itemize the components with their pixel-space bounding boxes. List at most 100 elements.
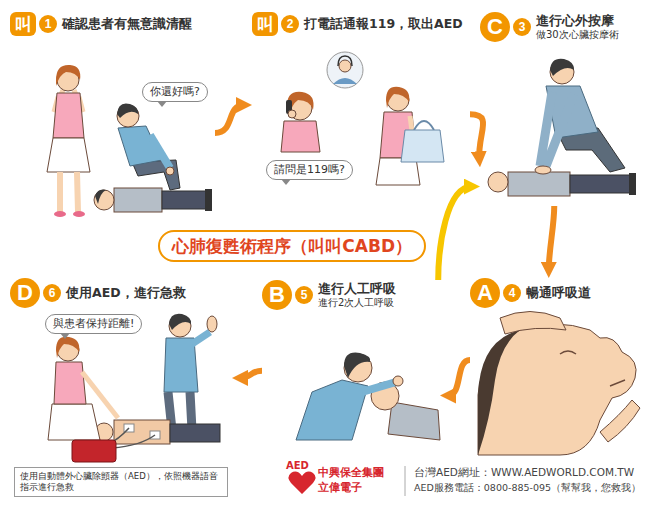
head-tilt-closeup [610, 380, 625, 386]
lying-patient [94, 190, 114, 210]
lying-patient [162, 191, 206, 209]
company-name: 立偉電子 [318, 481, 362, 495]
head-tilt-closeup [560, 351, 576, 354]
bubble-node: 你還好嗎? [142, 82, 208, 102]
step-heading: 暢通呼吸道 [526, 285, 591, 301]
kneeling-man [117, 103, 180, 190]
rescue-breathing [344, 353, 370, 378]
standing-man [192, 332, 210, 344]
woman-with-aed-bag [376, 87, 444, 185]
flow-arrow [240, 371, 262, 378]
bystander-woman [60, 172, 78, 212]
standing-man [207, 316, 217, 332]
compression-rescuer [535, 166, 551, 174]
cpr-patient [488, 172, 636, 196]
cpr-patient [508, 172, 570, 196]
aed-operator-woman [54, 362, 86, 404]
aed-operator-woman [82, 372, 118, 418]
cpr-patient [488, 172, 508, 192]
step-node: 叫2 打電話通報119，取出AED 請問是119嗎? [252, 12, 470, 198]
step-heading: 進行人工呼吸 [318, 281, 396, 297]
compression-rescuer [535, 59, 625, 174]
step-badge: 叫 [252, 12, 278, 36]
flow-arrow [470, 114, 483, 159]
step-node: B5 進行人工呼吸進行2次人工呼吸 [262, 280, 440, 445]
aed-operator-woman [56, 337, 79, 358]
step-titles: 進行心外按摩做30次心臟按摩術 [536, 13, 619, 42]
compression-rescuer [550, 59, 574, 76]
step-number: 6 [43, 284, 61, 302]
dispatcher-icon [327, 52, 363, 88]
footer-logo [289, 472, 316, 494]
step-heading: 進行心外按摩 [536, 13, 619, 29]
step-node: C3進行心外按摩做30次心臟按摩術 [480, 12, 645, 206]
cpr-patient [629, 173, 636, 195]
step-number: 4 [503, 284, 521, 302]
bubble-node: 與患者保持距離! [45, 314, 142, 334]
step-heading: 確認患者有無意識清醒 [62, 16, 192, 32]
step-header: A4 暢通呼吸道 [470, 278, 645, 308]
bystander-woman [53, 93, 84, 138]
bystander-woman [56, 65, 80, 86]
caller-woman [281, 121, 320, 152]
step-badge: A [470, 278, 500, 308]
flow-arrow [438, 187, 472, 280]
step-header: 叫1確認患者有無意識清醒 [10, 12, 215, 36]
bubble-text: 你還好嗎? [150, 85, 200, 99]
caller-woman [288, 110, 296, 118]
step-badge: B [262, 280, 292, 310]
step-node: D6 使用AED，進行急救與患者保持距離! 使用自動體外心臟除顫器（AED），依照機… [10, 278, 232, 500]
caller-woman [281, 92, 320, 152]
aed-operator-woman [48, 404, 100, 440]
diagram-title: 心肺復甦術程序（叫叫CABD） [158, 230, 426, 262]
flow-arrow [448, 360, 470, 396]
compression-rescuer [540, 92, 574, 166]
aed-operator-woman [48, 337, 118, 440]
step-titles: 打電話通報119，取出AED [304, 16, 463, 32]
step-header: B5 進行人工呼吸進行2次人工呼吸 [262, 280, 440, 310]
step-titles: 進行人工呼吸進行2次人工呼吸 [318, 281, 396, 310]
brand-mark: AED [286, 460, 309, 473]
step-titles: 暢通呼吸道 [526, 285, 591, 301]
bubble-node: 請問是119嗎? [266, 160, 353, 180]
head-tilt-closeup [600, 400, 640, 442]
lying-patient [95, 190, 106, 204]
footer-logo [405, 466, 406, 496]
head-tilt-closeup [500, 312, 566, 335]
step-heading: 使用AED，進行急救 [66, 285, 186, 301]
woman-with-aed-bag [386, 87, 409, 108]
bystander-woman [47, 138, 90, 172]
bubble-text: 與患者保持距離! [53, 317, 134, 331]
step-header: 叫2 打電話通報119，取出AED [252, 12, 470, 36]
website-text: 台灣AED網址：WWW.AEDWORLD.COM.TW [414, 466, 634, 479]
rescue-breathing [362, 382, 396, 392]
step-number: 2 [281, 15, 299, 33]
head-tilt-closeup [478, 330, 520, 455]
step-number: 3 [513, 18, 531, 36]
aed-device [72, 440, 116, 462]
step-node: 叫1確認患者有無意識清醒你還好嗎? [10, 12, 215, 232]
bubble-text: 請問是119嗎? [274, 163, 345, 177]
dispatcher-icon [338, 56, 352, 66]
step-header: C3進行心外按摩做30次心臟按摩術 [480, 12, 645, 42]
note-text: 使用自動體外心臟除顫器（AED），依照機器語音指示進行急救 [20, 471, 222, 493]
step-badge: D [10, 278, 40, 308]
standing-man [169, 314, 191, 330]
kneeling-man [150, 135, 170, 168]
step-node: A4 暢通呼吸道 [470, 278, 645, 460]
flow-arrow [549, 206, 555, 270]
rescue-breathing [393, 376, 403, 386]
standing-man [164, 314, 217, 430]
aed-patient [114, 420, 170, 444]
woman-with-aed-bag [401, 130, 444, 162]
step-titles: 確認患者有無意識清醒 [62, 16, 192, 32]
step-number: 5 [295, 286, 313, 304]
step-header: D6 使用AED，進行急救 [10, 278, 232, 308]
aed-patient [170, 424, 220, 442]
dispatcher-icon [327, 52, 363, 88]
step-subheading: 進行2次人工呼吸 [318, 296, 396, 309]
dispatcher-icon [333, 78, 357, 84]
cpr-patient [570, 175, 630, 193]
bystander-woman [47, 65, 90, 217]
